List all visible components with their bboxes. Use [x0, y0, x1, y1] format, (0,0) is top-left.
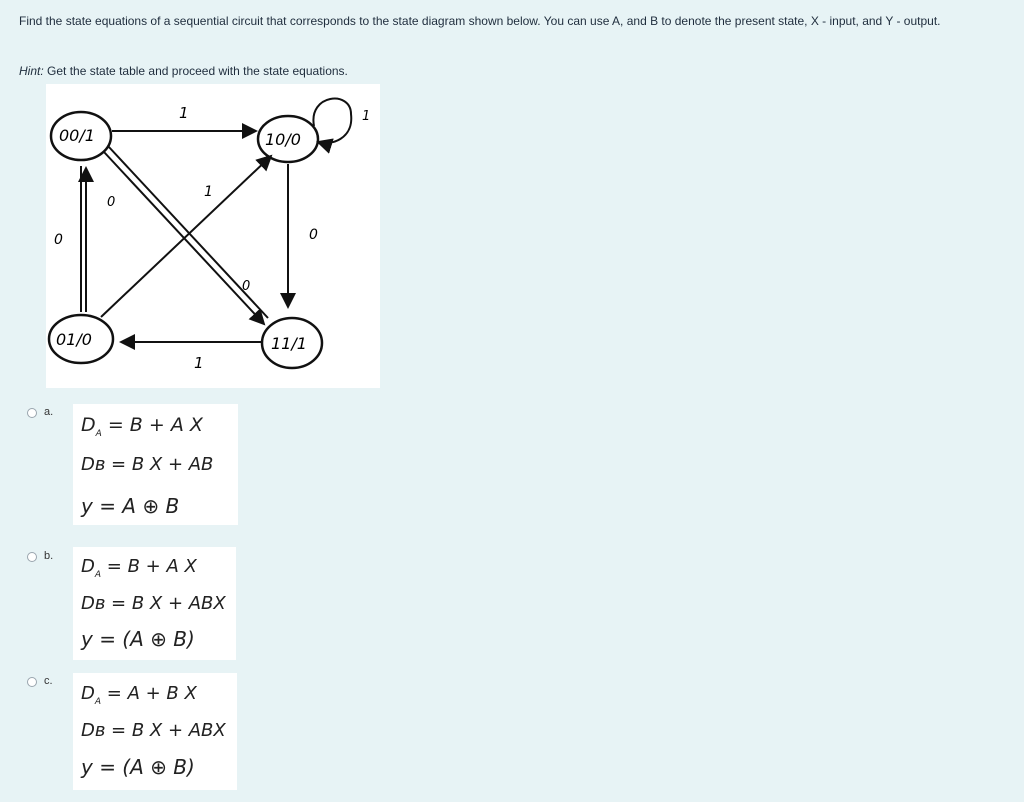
option-a-letter: a.	[44, 406, 54, 418]
hint-text: Hint: Get the state table and proceed wi…	[19, 63, 348, 79]
state-diagram: 00/1 10/0 01/0 11/1 1 1 0 0 1 1 0 0	[47, 97, 370, 372]
edge-label-01-10: 1	[204, 184, 213, 200]
option-c-da: DA = A + B X	[81, 683, 197, 707]
option-a-da: DA = B + A X	[81, 414, 203, 439]
option-c-equations: DA = A + B X Dʙ = B X + ABX y = (A ⊕ B)	[73, 673, 237, 790]
state-00-label: 00/1	[59, 126, 95, 145]
edge-01-10	[100, 154, 273, 318]
edge-label-11-00: 0	[242, 279, 250, 294]
state-01-circle	[47, 313, 115, 365]
option-b-db: Dʙ = B X + ABX	[81, 593, 226, 614]
edge-label-00-11: 0	[107, 195, 115, 210]
hint-label: Hint:	[19, 64, 44, 78]
state-11-label: 11/1	[271, 334, 307, 353]
option-a-equations: DA = B + A X Dʙ = B X + AB y = A ⊕ B	[73, 404, 238, 525]
option-c-radio[interactable]	[27, 677, 37, 687]
option-c-y: y = (A ⊕ B)	[81, 755, 195, 779]
question-text: Find the state equations of a sequential…	[19, 14, 941, 28]
state-10-label: 10/0	[265, 130, 301, 149]
option-c-letter: c.	[44, 675, 53, 687]
edge-00-11-a	[103, 151, 266, 326]
option-b-equations: DA = B + A X Dʙ = B X + ABX y = (A ⊕ B)	[73, 547, 236, 660]
option-b-da: DA = B + A X	[81, 556, 197, 580]
option-a-radio[interactable]	[27, 408, 37, 418]
edge-label-10-self: 1	[362, 109, 370, 124]
option-b-radio[interactable]	[27, 552, 37, 562]
edge-label-00-01: 0	[54, 232, 63, 248]
edge-label-00-10: 1	[179, 104, 189, 122]
option-b-letter: b.	[44, 550, 54, 562]
state-diagram-image: 00/1 10/0 01/0 11/1 1 1 0 0 1 1 0 0	[46, 84, 380, 388]
hint-body: Get the state table and proceed with the…	[43, 64, 348, 78]
option-a-y: y = A ⊕ B	[81, 494, 180, 518]
state-00-circle	[49, 110, 113, 162]
edge-10-self	[312, 97, 353, 154]
option-c-db: Dʙ = B X + ABX	[81, 720, 226, 741]
edge-label-10-11: 0	[309, 227, 318, 243]
option-b-y: y = (A ⊕ B)	[81, 627, 195, 651]
state-11-circle	[260, 316, 324, 370]
edge-label-11-01: 1	[194, 354, 204, 372]
state-01-label: 01/0	[56, 330, 92, 349]
edge-00-11-b	[107, 145, 269, 319]
option-a-db: Dʙ = B X + AB	[81, 454, 214, 475]
